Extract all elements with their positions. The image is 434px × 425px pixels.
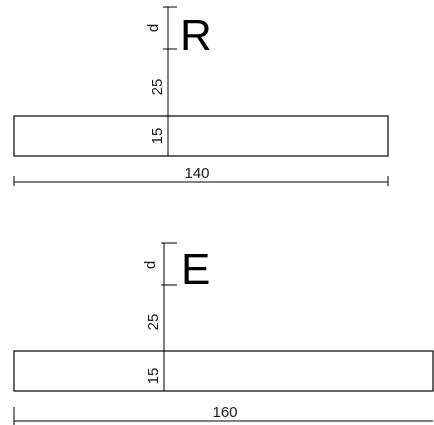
top-dim-d-label: d	[145, 24, 162, 32]
bottom-letter: E	[181, 245, 210, 294]
top-dim-gap-label: 25	[149, 79, 166, 96]
top-plate	[13, 115, 389, 157]
bottom-dim-gap-label: 25	[145, 314, 162, 331]
top-dim-thickness-label: 15	[149, 128, 166, 145]
top-dim-width-label: 140	[184, 165, 209, 182]
diagram-top: d R 25 15 140	[13, 6, 389, 186]
bottom-dim-thickness-label: 15	[145, 368, 162, 385]
bottom-dim-width-label: 160	[212, 404, 237, 421]
bottom-plate	[13, 350, 434, 392]
top-letter: R	[180, 11, 212, 60]
diagram-bottom: d E 25 15 160	[13, 242, 434, 425]
bottom-dim-d-label: d	[142, 261, 159, 269]
